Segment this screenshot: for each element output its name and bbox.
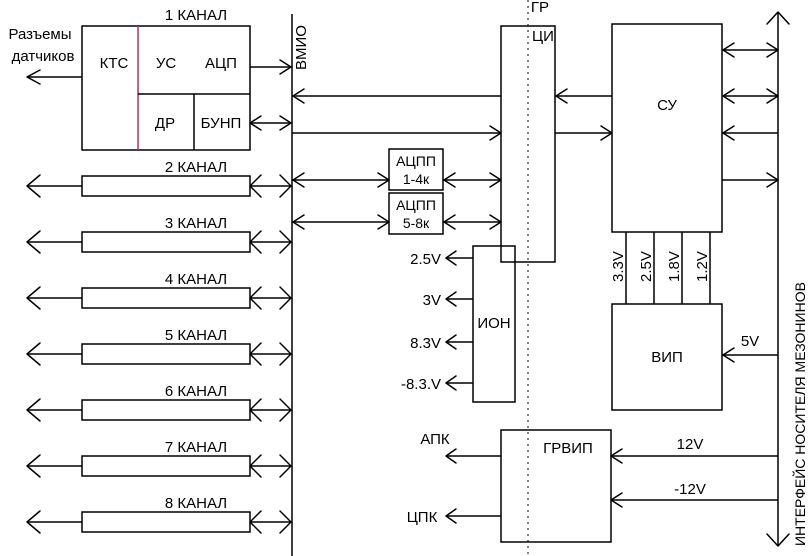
channel-4-title: 4 КАНАЛ [165,271,227,288]
channel-5: 5 КАНАЛ [26,327,292,366]
ion-3v-label: 3V [423,292,441,309]
apk-label: АПК [420,431,450,448]
acpp-2-range: 5-8к [403,215,430,231]
vip-label: ВИП [651,349,683,366]
ion-block [472,245,516,403]
channel-1-bunp-link [249,115,292,131]
ci-label: ЦИ [532,28,554,45]
bus-gr-link-1 [292,88,501,104]
channel-1-block [81,25,251,151]
channel-8: 8 КАНАЛ [26,495,292,534]
vmio-label: ВМИО [293,25,310,70]
channel-7-title: 7 КАНАЛ [165,439,227,456]
sensors-label-line2: датчиков [12,48,75,65]
ion-neg8v3-label: -8.3.V [401,376,441,393]
channel-6-title: 6 КАНАЛ [165,383,227,400]
ion-label: ИОН [477,315,510,332]
acpp-2-label: АЦПП [396,197,436,213]
acpp-1-block [388,148,444,191]
channel-3-block [81,231,251,253]
rail-3v3-label: 3.3V [610,251,627,282]
acpp-1-label: АЦПП [396,153,436,169]
channel-8-title: 8 КАНАЛ [165,495,227,512]
bunp-label: БУНП [201,115,242,132]
power-rails [625,232,711,304]
ion-outputs [445,250,473,391]
channel-4: 4 КАНАЛ [26,271,292,310]
su-label: СУ [657,97,677,114]
kts-label: КТС [100,55,129,72]
channel-3-title: 3 КАНАЛ [165,215,227,232]
ion-2v5-label: 2.5V [410,251,441,268]
acpp-links [292,172,502,230]
grvip-label: ГРВИП [543,440,593,457]
cpk-label: ЦПК [407,509,438,526]
interface-bus [766,11,790,547]
interface-label: ИНТЕРФЕЙС НОСИТЕЛЯ МЕЗОНИНОВ [791,282,808,546]
ion-8v3-label: 8.3V [410,335,441,352]
grvip-neg12v-label: -12V [674,481,706,498]
sensors-label-line1: Разъемы [8,26,71,43]
channel-1-adc-link [250,59,292,75]
us-label: УС [156,55,177,72]
acpp-1-range: 1-4к [403,171,430,187]
channel-2-title: 2 КАНАЛ [165,159,227,176]
su-interface-links [722,42,779,188]
channel-3: 3 КАНАЛ [26,215,292,254]
vip-5v-label: 5V [741,333,759,350]
su-block [611,23,723,233]
channel-2: 2 КАНАЛ [26,159,292,198]
rail-1v2-label: 1.2V [694,251,711,282]
rail-1v8-label: 1.8V [666,251,683,282]
bus-gr-link-2 [292,125,502,141]
grvip-block [500,429,612,543]
channel-1-title: 1 КАНАЛ [165,7,227,24]
channel-2-block [81,175,251,197]
vip-5v-link [722,347,778,363]
channel-7-block [81,455,251,477]
channel-4-block [81,287,251,309]
channel-6: 6 КАНАЛ [26,383,292,422]
grvip-12v-label: 12V [677,436,704,453]
adc-label: АЦП [205,55,237,72]
channel-5-title: 5 КАНАЛ [165,327,227,344]
dr-label: ДР [155,115,175,132]
sensor-arrow [26,69,82,85]
grvip-rails [610,448,778,508]
acpp-2-block [388,192,444,235]
gr-su-links [555,88,613,141]
gr-label: ГР [531,0,549,16]
channel-6-block [81,399,251,421]
vip-block [611,303,723,411]
channels-group: 2 КАНАЛ 3 КАНАЛ 4 КАНАЛ 5 КАНАЛ 6 КАНАЛ 7 КАН… [26,159,292,534]
rail-2v5-label: 2.5V [638,251,655,282]
channel-7: 7 КАНАЛ [26,439,292,478]
grvip-outputs [445,448,501,524]
channel-8-block [81,511,251,533]
channel-5-block [81,343,251,365]
